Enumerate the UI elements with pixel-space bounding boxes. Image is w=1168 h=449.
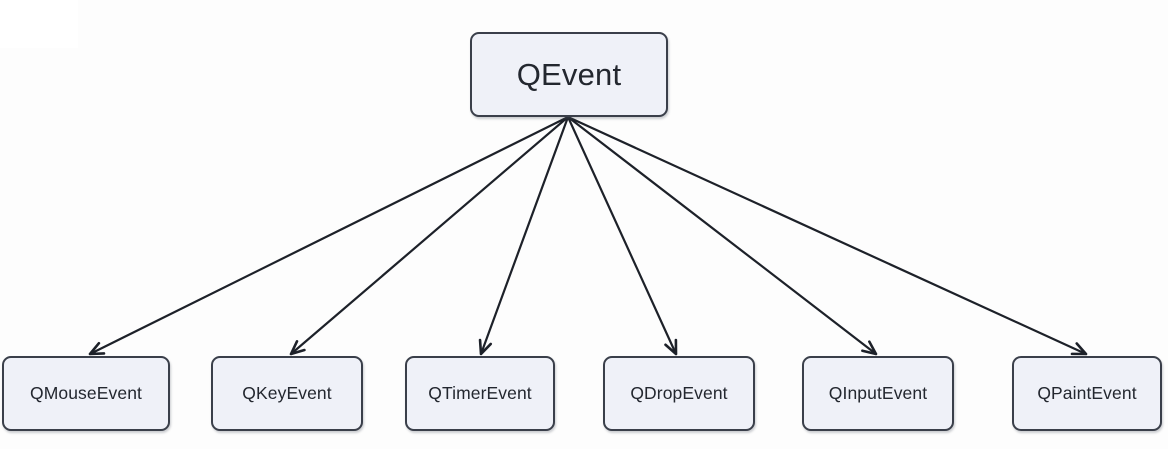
node-qevent-label: QEvent [516,56,622,92]
node-qinputevent-label: QInputEvent [828,383,928,403]
node-qtimerevent-label: QTimerEvent [428,383,532,403]
node-qkeyevent[interactable]: QKeyEvent [211,356,363,431]
node-qpaintevent-label: QPaintEvent [1037,383,1137,403]
node-qmouseevent[interactable]: QMouseEvent [2,356,170,431]
corner-watermark-artifact [0,0,78,48]
node-qmouseevent-label: QMouseEvent [30,383,142,403]
node-qdropevent-label: QDropEvent [630,383,728,403]
node-qevent[interactable]: QEvent [470,32,668,117]
node-qpaintevent[interactable]: QPaintEvent [1012,356,1162,431]
node-qdropevent[interactable]: QDropEvent [603,356,755,431]
node-qinputevent[interactable]: QInputEvent [802,356,954,431]
node-qtimerevent[interactable]: QTimerEvent [405,356,555,431]
node-qkeyevent-label: QKeyEvent [242,383,332,403]
